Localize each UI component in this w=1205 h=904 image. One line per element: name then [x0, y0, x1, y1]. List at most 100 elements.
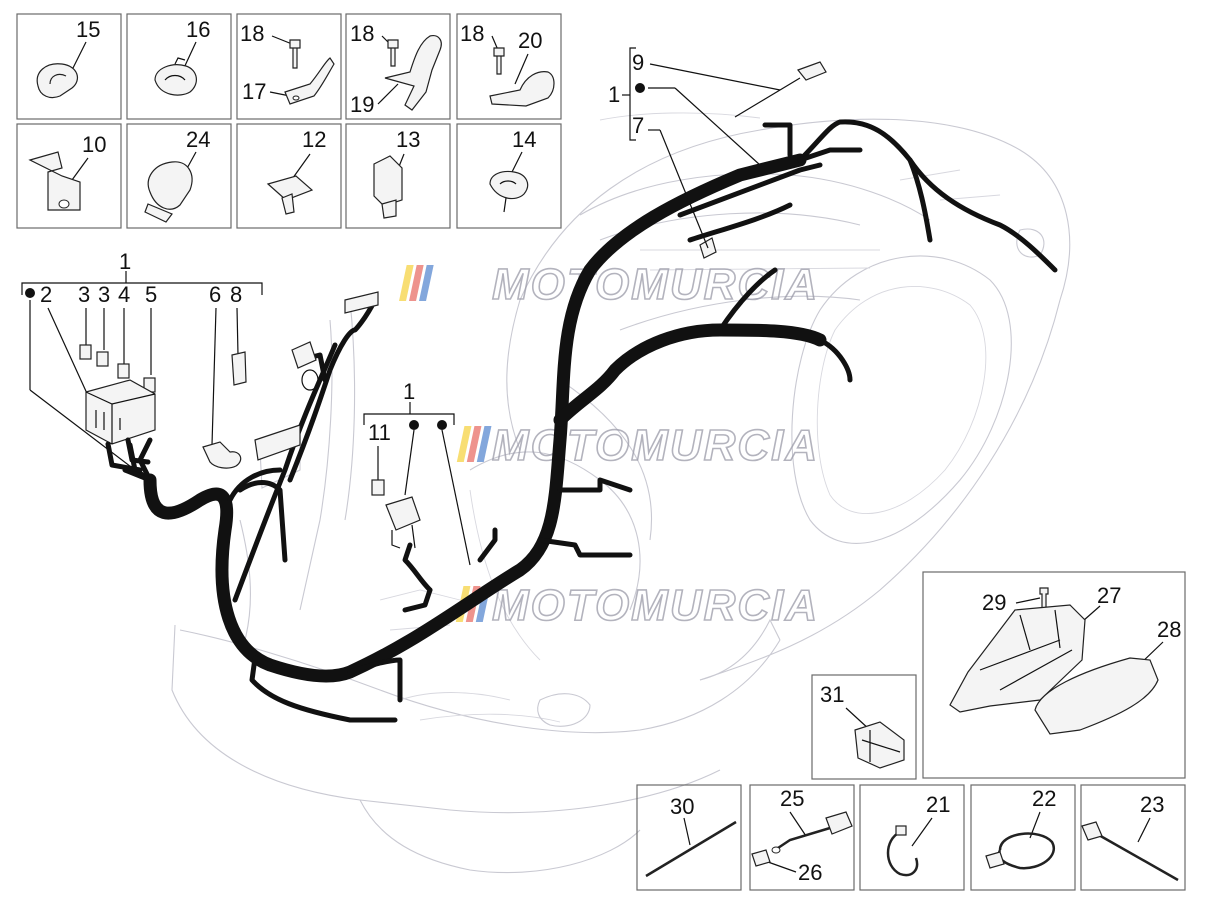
- box-31: 31: [811, 674, 917, 780]
- box-24: [126, 123, 232, 229]
- cable-tie-22-shape: [997, 832, 1055, 870]
- clamp-16-shape: [154, 64, 197, 96]
- callout-1-middle: 1: [403, 379, 415, 404]
- cable-tie-23-shape: [1089, 828, 1179, 882]
- box-30: [636, 784, 742, 891]
- callout-10: 10: [82, 132, 106, 157]
- watermark-2: MOTOMURCIA: [456, 420, 819, 471]
- box-25-26: [749, 784, 855, 891]
- box-18-20: [456, 13, 562, 120]
- callout-11: 11: [368, 420, 391, 445]
- callout-18b: 18: [350, 21, 374, 46]
- cable-tie-21-shape: [886, 830, 919, 877]
- box-12: [236, 123, 342, 229]
- fuse-holder-shape: [385, 496, 421, 531]
- cover-27-shape: [949, 604, 1086, 713]
- callout-18a: 18: [240, 21, 264, 46]
- box-23: [1080, 784, 1186, 891]
- parts-grid: 15 16 18 17 18 19 18 20 10: [16, 13, 562, 229]
- callout-8: 8: [230, 282, 242, 307]
- bottom-parts-row: 30 25 26 21 22 23: [636, 784, 1186, 891]
- callout-20: 20: [518, 28, 542, 53]
- main-wiring-harness: [122, 119, 1058, 723]
- callout-22: 22: [1032, 786, 1056, 811]
- clip-12-shape: [266, 175, 314, 201]
- clip-13-shape: [373, 155, 403, 207]
- clip-10-shape: [28, 151, 81, 211]
- lens-28-shape: [1034, 657, 1159, 735]
- bolt-18b-shape: [387, 39, 399, 67]
- callout-7: 7: [632, 113, 644, 138]
- callout-31: 31: [820, 682, 844, 707]
- callout-18c: 18: [460, 21, 484, 46]
- group-1-left: 1 2 3 3 4 5 6 8: [21, 249, 263, 473]
- fuse-11-shape: [371, 479, 385, 496]
- callout-9: 9: [632, 50, 644, 75]
- cable-tie-30-shape: [645, 820, 737, 878]
- fuse-3a-shape: [79, 344, 92, 360]
- bullet-dot: [25, 288, 35, 298]
- watermark-text-2: MOTOMURCIA: [492, 421, 819, 470]
- box-14: [456, 123, 562, 229]
- callout-3b: 3: [98, 282, 110, 307]
- box-17-18: [236, 13, 342, 120]
- fuse-box-shape: [85, 379, 156, 445]
- holder-8-shape: [231, 351, 247, 386]
- callout-25: 25: [780, 786, 804, 811]
- callout-13: 13: [396, 127, 420, 152]
- callout-4: 4: [118, 282, 130, 307]
- callout-14: 14: [512, 127, 536, 152]
- callout-3a: 3: [78, 282, 90, 307]
- watermark-text-1: MOTOMURCIA: [492, 260, 819, 309]
- group-1-middle: 1 11: [363, 379, 471, 566]
- callout-1-top: 1: [608, 82, 620, 107]
- connector-25-shape: [825, 811, 853, 835]
- box-21: [859, 784, 965, 891]
- callout-17: 17: [242, 79, 266, 104]
- cable-tie-9-shape: [797, 61, 827, 81]
- bolt-18c-shape: [493, 47, 505, 75]
- watermark-text-3: MOTOMURCIA: [492, 581, 819, 630]
- callout-23: 23: [1140, 792, 1164, 817]
- callout-6: 6: [209, 282, 221, 307]
- bullet-dot: [437, 420, 447, 430]
- callout-2: 2: [40, 282, 52, 307]
- bracket-19-shape: [384, 35, 442, 111]
- callout-12: 12: [302, 127, 326, 152]
- scooter-frame-ghost: [171, 112, 1071, 874]
- bolt-18a-shape: [289, 39, 301, 69]
- callout-19: 19: [350, 92, 374, 117]
- callout-27: 27: [1097, 583, 1121, 608]
- watermark-3: MOTOMURCIA: [455, 580, 819, 631]
- callout-21: 21: [926, 792, 950, 817]
- callout-16: 16: [186, 17, 210, 42]
- bracket-20-shape: [489, 71, 555, 107]
- box-27-28-29: 29 27 28: [922, 571, 1186, 779]
- box-22: [970, 784, 1076, 891]
- group-1-top: 1 9 7: [608, 47, 827, 249]
- box-15: [16, 13, 122, 120]
- watermark-1: MOTOMURCIA: [399, 259, 819, 310]
- bracket-17-shape: [284, 57, 335, 105]
- callout-1-left: 1: [119, 249, 131, 274]
- frame-connectors: [254, 237, 717, 461]
- callout-15: 15: [76, 17, 100, 42]
- bullet-dot: [635, 83, 645, 93]
- clamp-14-shape: [489, 170, 529, 200]
- callout-5: 5: [145, 282, 157, 307]
- clamp-6-shape: [202, 441, 242, 469]
- callout-30: 30: [670, 794, 694, 819]
- callout-26: 26: [798, 860, 822, 885]
- clamp-24-shape: [147, 161, 193, 210]
- callout-29: 29: [982, 590, 1006, 615]
- box-10: [16, 123, 122, 229]
- grommet-26-shape: [751, 849, 771, 867]
- fuse-3b-shape: [96, 351, 109, 367]
- box-18-19: [345, 13, 451, 120]
- callout-24: 24: [186, 127, 210, 152]
- box-16: [126, 13, 232, 120]
- clamp-15-shape: [36, 63, 79, 99]
- box-13: [345, 123, 451, 229]
- bullet-dot: [409, 420, 419, 430]
